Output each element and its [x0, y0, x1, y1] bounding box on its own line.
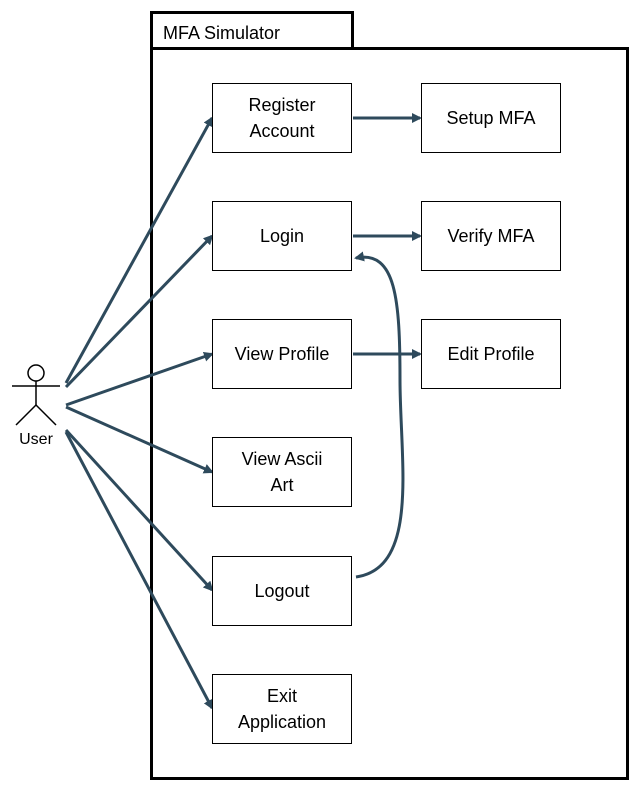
edge-user-login: [64, 234, 214, 389]
edge-logout-login: [354, 251, 405, 579]
user-actor-icon: [12, 364, 60, 426]
use-case-view-ascii-art: View Ascii Art: [212, 437, 352, 507]
edge-user-view-ascii: [65, 405, 214, 474]
system-boundary-tab: MFA Simulator: [150, 11, 354, 50]
edge-user-exit: [64, 431, 214, 710]
use-case-login: Login: [212, 201, 352, 271]
system-boundary: [150, 47, 629, 780]
edge-user-view-profile: [65, 351, 214, 407]
use-case-exit-application: Exit Application: [212, 674, 352, 744]
use-case-edit-profile: Edit Profile: [421, 319, 561, 389]
actor-label: User: [19, 431, 53, 448]
use-case-register-account: Register Account: [212, 83, 352, 153]
edge-user-logout: [64, 428, 214, 592]
edge-user-register: [64, 116, 214, 384]
system-title: MFA Simulator: [163, 23, 281, 43]
use-case-setup-mfa: Setup MFA: [421, 83, 561, 153]
use-case-view-profile: View Profile: [212, 319, 352, 389]
use-case-verify-mfa: Verify MFA: [421, 201, 561, 271]
use-case-logout: Logout: [212, 556, 352, 626]
